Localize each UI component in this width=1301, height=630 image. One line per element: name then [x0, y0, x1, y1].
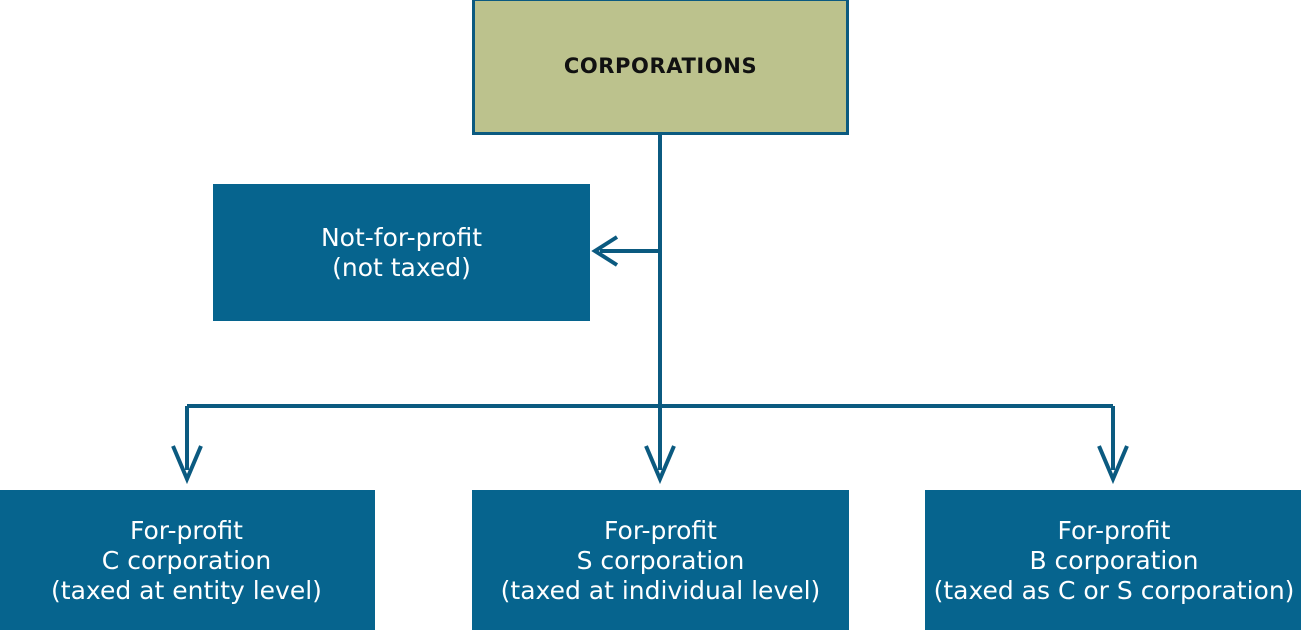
node-s-corporation: For-profit S corporation (taxed at indiv…	[472, 490, 849, 630]
arrowhead-left-not-for-profit	[591, 235, 619, 267]
node-c-corporation-line1: For-profit	[130, 516, 243, 545]
node-c-corporation-line2: C corporation	[101, 546, 272, 575]
node-b-corporation-line3: (taxed as C or S corporation)	[933, 576, 1295, 605]
node-not-for-profit: Not-for-profit (not taxed)	[213, 184, 590, 321]
node-c-corporation-label: For-profit C corporation (taxed at entit…	[43, 516, 330, 606]
node-not-for-profit-line1: Not-for-profit	[320, 222, 483, 252]
arrowhead-down-c	[171, 445, 203, 485]
node-s-corporation-line3: (taxed at individual level)	[500, 576, 821, 605]
node-not-for-profit-label: Not-for-profit (not taxed)	[313, 223, 490, 283]
node-c-corporation: For-profit C corporation (taxed at entit…	[0, 490, 375, 630]
arrowhead-down-s	[644, 445, 676, 485]
node-s-corporation-line1: For-profit	[604, 516, 717, 545]
node-corporations-label: CORPORATIONS	[563, 54, 758, 79]
node-b-corporation-line2: B corporation	[1029, 546, 1199, 575]
node-not-for-profit-line2: (not taxed)	[332, 252, 471, 282]
node-s-corporation-line2: S corporation	[576, 546, 745, 575]
node-b-corporation-line1: For-profit	[1057, 516, 1171, 545]
arrowhead-down-b	[1097, 445, 1129, 485]
node-corporations: CORPORATIONS	[472, 0, 849, 135]
node-s-corporation-label: For-profit S corporation (taxed at indiv…	[493, 516, 829, 606]
node-c-corporation-line3: (taxed at entity level)	[51, 576, 322, 605]
node-b-corporation-label: For-profit B corporation (taxed as C or …	[926, 516, 1301, 606]
node-b-corporation: For-profit B corporation (taxed as C or …	[925, 490, 1301, 630]
